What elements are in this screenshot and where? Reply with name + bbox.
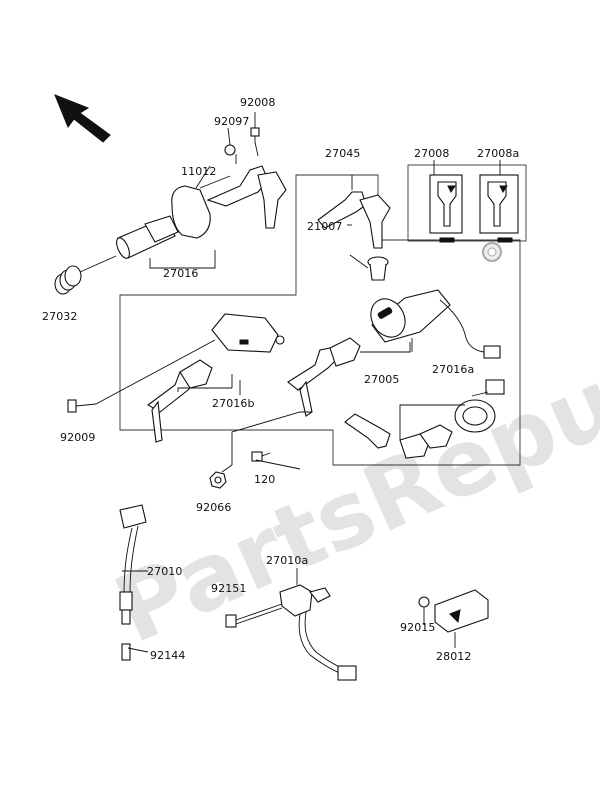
lock-cylinder-icon [116,215,179,259]
leader-lines [122,112,501,653]
part-label-27016: 27016 [163,267,199,280]
part-label-28012: 28012 [436,650,472,663]
key-pair-right-icon [344,404,465,459]
part-label-92015: 92015 [400,621,436,634]
part-label-27008: 27008 [414,147,450,160]
part-label-21007: 21007 [307,220,343,233]
part-label-11012: 11012 [181,165,217,178]
bracket-switch-icon [279,584,357,681]
connector-harness-icon [119,504,147,661]
label-plate-icon [418,589,489,633]
part-label-27032: 27032 [42,310,78,323]
watermark-text: PartsRepublik [100,270,600,664]
part-label-27016a: 27016a [432,363,474,376]
part-label-92151: 92151 [211,582,247,595]
part-label-120: 120 [254,473,275,486]
front-direction-arrow-icon [54,94,111,143]
part-label-27010: 27010 [147,565,183,578]
part-label-92066: 92066 [196,501,232,514]
screw-small-icon [251,451,271,462]
part-label-92009: 92009 [60,431,96,444]
part-label-27010a: 27010a [266,554,308,567]
key-pair-group [317,175,391,249]
long-bolt-icon [225,603,283,628]
gear-icon [482,242,502,262]
blank-key-icon [429,174,463,243]
key-icon [206,165,287,229]
switch-cover-icon [211,313,285,353]
part-label-92008: 92008 [240,96,276,109]
fuel-cap-lock-icon [454,379,505,433]
part-label-27045: 27045 [325,147,361,160]
part-label-27005: 27005 [364,373,400,386]
nut-icon [209,471,227,489]
part-label-92097: 92097 [214,115,250,128]
key-pair-left-icon [147,359,233,443]
screw-icon [250,127,260,142]
seat-lock-icon [370,289,501,359]
blank-key-alt-icon [479,174,519,243]
dust-cap-icon [349,254,389,281]
spring-icon [54,265,82,295]
part-label-27008a: 27008a [477,147,519,160]
key-pair-mid-icon [287,337,411,417]
part-label-27016b: 27016b [212,397,255,410]
blank-key-box [407,164,527,242]
part-label-92144: 92144 [150,649,186,662]
bolt-icon [67,339,216,413]
mounting-plate-icon [171,185,211,239]
ignition-switch-group [54,127,287,295]
washer-icon [224,144,236,156]
